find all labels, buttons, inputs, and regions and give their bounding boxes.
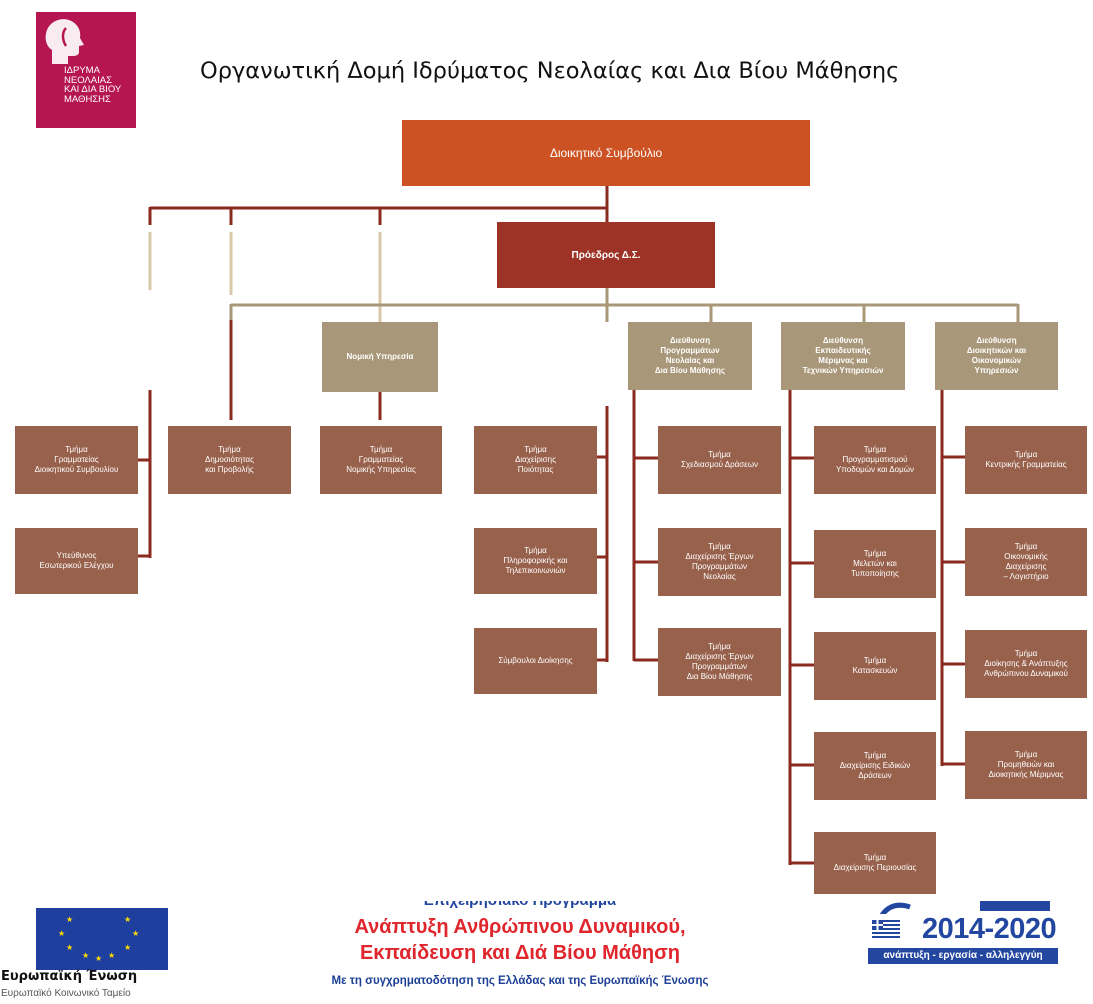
logo-text: ΙΔΡΥΜΑ ΝΕΟΛΑΙΑΣ ΚΑΙ ΔΙΑ ΒΙΟΥ ΜΑΘΗΣΗΣ xyxy=(64,66,136,104)
org-connectors xyxy=(138,186,1020,865)
espa-tagline: ανάπτυξη - εργασία - αλληλεγγύη xyxy=(868,948,1058,964)
board-box: Διοικητικό Συμβούλιο xyxy=(402,120,810,186)
unit-planning: Τμήμα Σχεδιασμού Δράσεων xyxy=(658,426,781,494)
unit-label: Τμήμα Οικονομικής Διαχείρισης – Λογιστήρ… xyxy=(1003,542,1049,581)
unit-publicity: Τμήμα Δημοσιότητας και Προβολής xyxy=(168,426,291,494)
eu-flag: ★ ★ ★ ★ ★ ★ ★ ★ ★ xyxy=(36,908,168,970)
unit-accounting: Τμήμα Οικονομικής Διαχείρισης – Λογιστήρ… xyxy=(965,528,1087,596)
admin-directorate-label: Διεύθυνση Διοικητικών και Οικονομικών Υπ… xyxy=(966,336,1027,375)
program-line: Ανάπτυξη Ανθρώπινου Δυναμικού, xyxy=(354,916,686,938)
unit-label: Τμήμα Δημοσιότητας και Προβολής xyxy=(204,445,255,474)
logo-line: ΝΕΟΛΑΙΑΣ xyxy=(64,74,112,86)
unit-lifelong-programs: Τμήμα Διαχείρισης Έργων Προγραμμάτων Δια… xyxy=(658,628,781,696)
program-line: Εκπαίδευση και Διά Βίου Μάθηση xyxy=(359,942,681,964)
unit-construction: Τμήμα Κατασκευών xyxy=(814,632,936,700)
unit-property: Τμήμα Διαχείρισης Περιουσίας xyxy=(814,832,936,894)
star-icon: ★ xyxy=(132,929,140,938)
unit-studies: Τμήμα Μελετών και Τυποποίησης xyxy=(814,530,936,598)
logo-line: ΚΑΙ ΔΙΑ ΒΙΟΥ xyxy=(64,84,122,95)
programs-directorate-label: Διεύθυνση Προγραμμάτων Νεολαίας και Δια … xyxy=(654,336,726,375)
program-heading: Επιχειρησιακό Πρόγραμμα xyxy=(424,901,617,909)
star-icon: ★ xyxy=(58,929,66,938)
president-label: Πρόεδρος Δ.Σ. xyxy=(571,249,641,261)
unit-internal-audit: Υπεύθυνος Εσωτερικού Ελέγχου xyxy=(15,528,138,594)
espa-years: 2014-2020 xyxy=(922,913,1057,945)
legal-service-box: Νομική Υπηρεσία xyxy=(322,322,438,392)
unit-hr: Τμήμα Διοίκησης & Ανάπτυξης Ανθρώπινου Δ… xyxy=(965,630,1087,698)
program-name: Ανάπτυξη Ανθρώπινου Δυναμικού, Εκπαίδευσ… xyxy=(280,914,760,966)
logo-line: ΙΔΡΥΜΑ xyxy=(64,65,100,76)
unit-advisors: Σύμβουλοι Διοίκησης xyxy=(474,628,597,694)
secondary-connectors xyxy=(229,288,1020,322)
eu-name: Ευρωπαϊκή Ένωση xyxy=(1,969,138,984)
program-heading-cropped: Επιχειρησιακό Πρόγραμμα xyxy=(330,901,710,913)
unit-label: Τμήμα Προγραμματισμού Υποδομών και Δομών xyxy=(836,445,914,474)
unit-label: Τμήμα Σχεδιασμού Δράσεων xyxy=(681,450,758,469)
unit-label: Τμήμα Κεντρικής Γραμματείας xyxy=(985,450,1067,469)
education-directorate-label: Διεύθυνση Εκπαιδευτικής Μέριμνας και Τεχ… xyxy=(802,336,884,375)
unit-quality: Τμήμα Διαχείρισης Ποιότητας xyxy=(474,426,597,494)
unit-youth-programs: Τμήμα Διαχείρισης Έργων Προγραμμάτων Νεο… xyxy=(658,528,781,596)
unit-label: Τμήμα Διαχείρισης Έργων Προγραμμάτων Νεο… xyxy=(685,542,754,581)
star-icon: ★ xyxy=(124,915,132,924)
board-label: Διοικητικό Συμβούλιο xyxy=(549,146,663,160)
star-icon: ★ xyxy=(66,915,74,924)
unit-label: Τμήμα Πληροφορικής και Τηλεπικοινωνιών xyxy=(503,546,568,575)
unit-label: Σύμβουλοι Διοίκησης xyxy=(498,656,573,665)
unit-special-actions: Τμήμα Διαχείρισης Ειδικών Δράσεων xyxy=(814,732,936,800)
unit-central-secretariat: Τμήμα Κεντρικής Γραμματείας xyxy=(965,426,1087,494)
unit-label: Τμήμα Διαχείρισης Περιουσίας xyxy=(833,853,917,872)
unit-label: Τμήμα Διοίκησης & Ανάπτυξης Ανθρώπινου Δ… xyxy=(984,649,1068,678)
star-icon: ★ xyxy=(124,943,132,952)
unit-label: Τμήμα Διαχείρισης Ποιότητας xyxy=(515,445,556,474)
head-profile-icon xyxy=(45,19,84,64)
star-icon: ★ xyxy=(95,954,103,963)
unit-label: Τμήμα Διαχείρισης Έργων Προγραμμάτων Δια… xyxy=(685,642,754,681)
legal-service-label: Νομική Υπηρεσία xyxy=(346,352,414,361)
cofunding-note: Με τη συγχρηματοδότηση της Ελλάδας και τ… xyxy=(331,975,709,987)
unit-label: Τμήμα Γραμματείας Νομικής Υπηρεσίας xyxy=(346,445,416,474)
president-box: Πρόεδρος Δ.Σ. xyxy=(497,222,715,288)
unit-infrastructure: Τμήμα Προγραμματισμού Υποδομών και Δομών xyxy=(814,426,936,494)
unit-it: Τμήμα Πληροφορικής και Τηλεπικοινωνιών xyxy=(474,528,597,594)
unit-connectors xyxy=(138,320,965,865)
unit-label: Υπεύθυνος Εσωτερικού Ελέγχου xyxy=(39,551,114,570)
star-icon: ★ xyxy=(66,943,74,952)
logo-line: ΜΑΘΗΣΗΣ xyxy=(64,93,111,105)
unit-label: Τμήμα Προμηθειών και Διοικητικής Μέριμνα… xyxy=(988,750,1064,779)
secondary-connectors-light xyxy=(148,232,382,322)
unit-label: Τμήμα Μελετών και Τυποποίησης xyxy=(851,549,899,578)
star-icon: ★ xyxy=(108,951,116,960)
unit-label: Τμήμα Γραμματείας Διοικητικού Συμβουλίου xyxy=(34,445,119,474)
unit-legal-secretariat: Τμήμα Γραμματείας Νομικής Υπηρεσίας xyxy=(320,426,442,494)
espa-logo-arc xyxy=(862,900,1062,914)
unit-board-secretariat: Τμήμα Γραμματείας Διοικητικού Συμβουλίου xyxy=(15,426,138,494)
unit-label: Τμήμα Κατασκευών xyxy=(852,656,898,675)
education-directorate-box: Διεύθυνση Εκπαιδευτικής Μέριμνας και Τεχ… xyxy=(781,322,905,390)
star-icon: ★ xyxy=(82,951,90,960)
admin-directorate-box: Διεύθυνση Διοικητικών και Οικονομικών Υπ… xyxy=(935,322,1058,390)
page-title: Οργανωτική Δομή Ιδρύματος Νεολαίας και Δ… xyxy=(200,58,900,84)
espa-swoosh-icon xyxy=(879,901,1050,914)
unit-procurement: Τμήμα Προμηθειών και Διοικητικής Μέριμνα… xyxy=(965,731,1087,799)
eu-fund: Ευρωπαϊκό Κοινωνικό Ταμείο xyxy=(1,988,131,999)
greek-flag-icon xyxy=(872,920,900,938)
programs-directorate-box: Διεύθυνση Προγραμμάτων Νεολαίας και Δια … xyxy=(628,322,752,390)
institution-logo: ΙΔΡΥΜΑ ΝΕΟΛΑΙΑΣ ΚΑΙ ΔΙΑ ΒΙΟΥ ΜΑΘΗΣΗΣ xyxy=(36,12,136,128)
unit-label: Τμήμα Διαχείρισης Ειδικών Δράσεων xyxy=(839,751,911,780)
main-connectors xyxy=(148,186,609,225)
